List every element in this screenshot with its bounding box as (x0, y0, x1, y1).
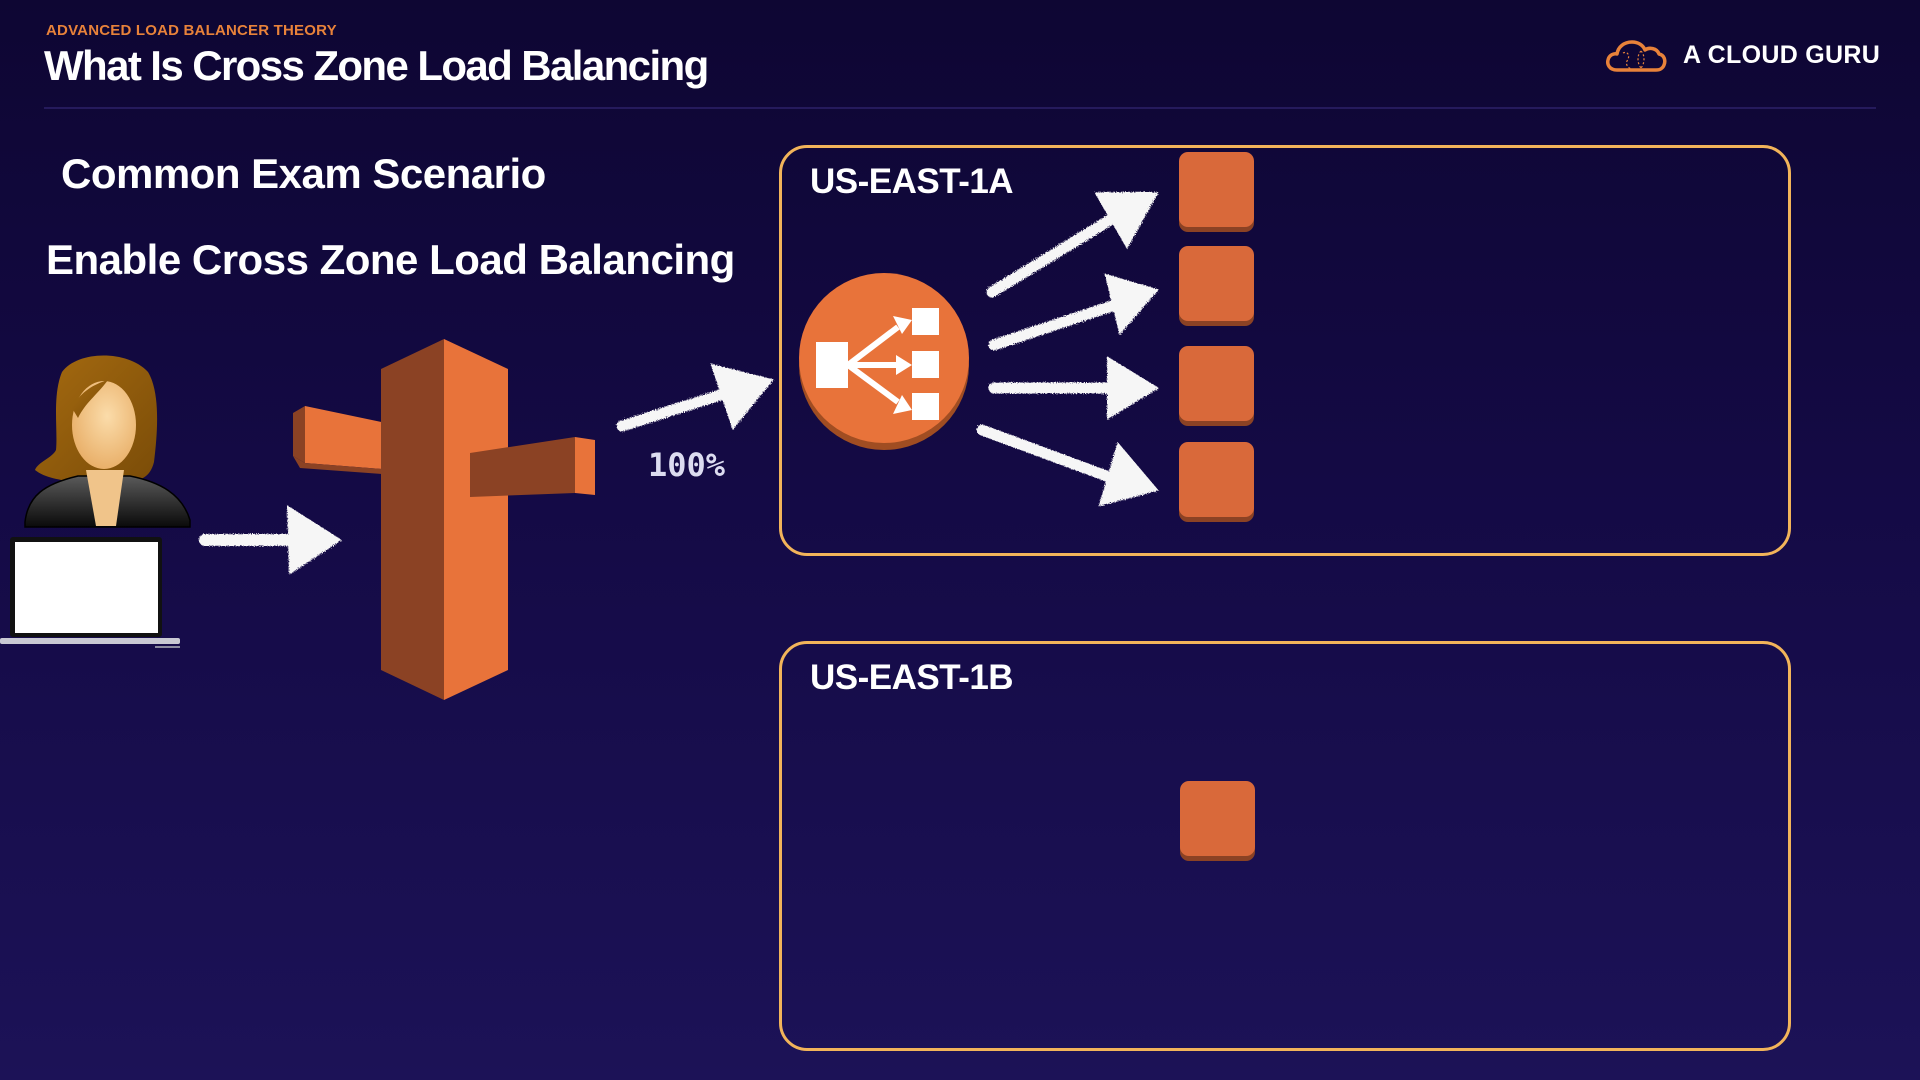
scenario-subheading: Enable Cross Zone Load Balancing (46, 236, 735, 283)
zone-label: US-EAST-1B (810, 658, 1014, 697)
ec2-instance (1179, 346, 1254, 421)
user-icon (24, 355, 191, 528)
arrow-elb-to-instance-1-icon (986, 192, 1159, 298)
ec2-instance (1179, 246, 1254, 321)
route53-signpost-icon (293, 339, 595, 700)
arrow-elb-to-instance-2-icon (988, 273, 1159, 351)
laptop-icon (0, 537, 180, 648)
arrow-elb-to-instance-3-icon (988, 356, 1159, 420)
availability-zone-us-east-1b: US-EAST-1B (779, 641, 1791, 1051)
arrow-user-to-dns-icon (199, 505, 342, 575)
ec2-instance (1179, 442, 1254, 517)
ec2-instance (1179, 152, 1254, 227)
scenario-heading: Common Exam Scenario (61, 150, 546, 197)
arrow-dns-to-elb-icon (616, 363, 774, 432)
header-divider (44, 107, 1876, 109)
availability-zone-us-east-1a: US-EAST-1A (779, 145, 1791, 556)
ec2-instance (1180, 781, 1255, 856)
cloud-logo-icon (1606, 40, 1667, 72)
section-label: ADVANCED LOAD BALANCER THEORY (46, 22, 337, 39)
arrow-elb-to-instance-4-icon (976, 424, 1159, 507)
slide-title: What Is Cross Zone Load Balancing (44, 42, 709, 89)
brand-name: A CLOUD GURU (1683, 40, 1881, 69)
elastic-load-balancer-icon (799, 273, 969, 450)
zone-label: US-EAST-1A (810, 162, 1014, 201)
traffic-percent-label: 100% (648, 446, 726, 484)
user-with-laptop-icon (0, 355, 191, 648)
brand-logo: A CLOUD GURU (1605, 36, 1880, 74)
